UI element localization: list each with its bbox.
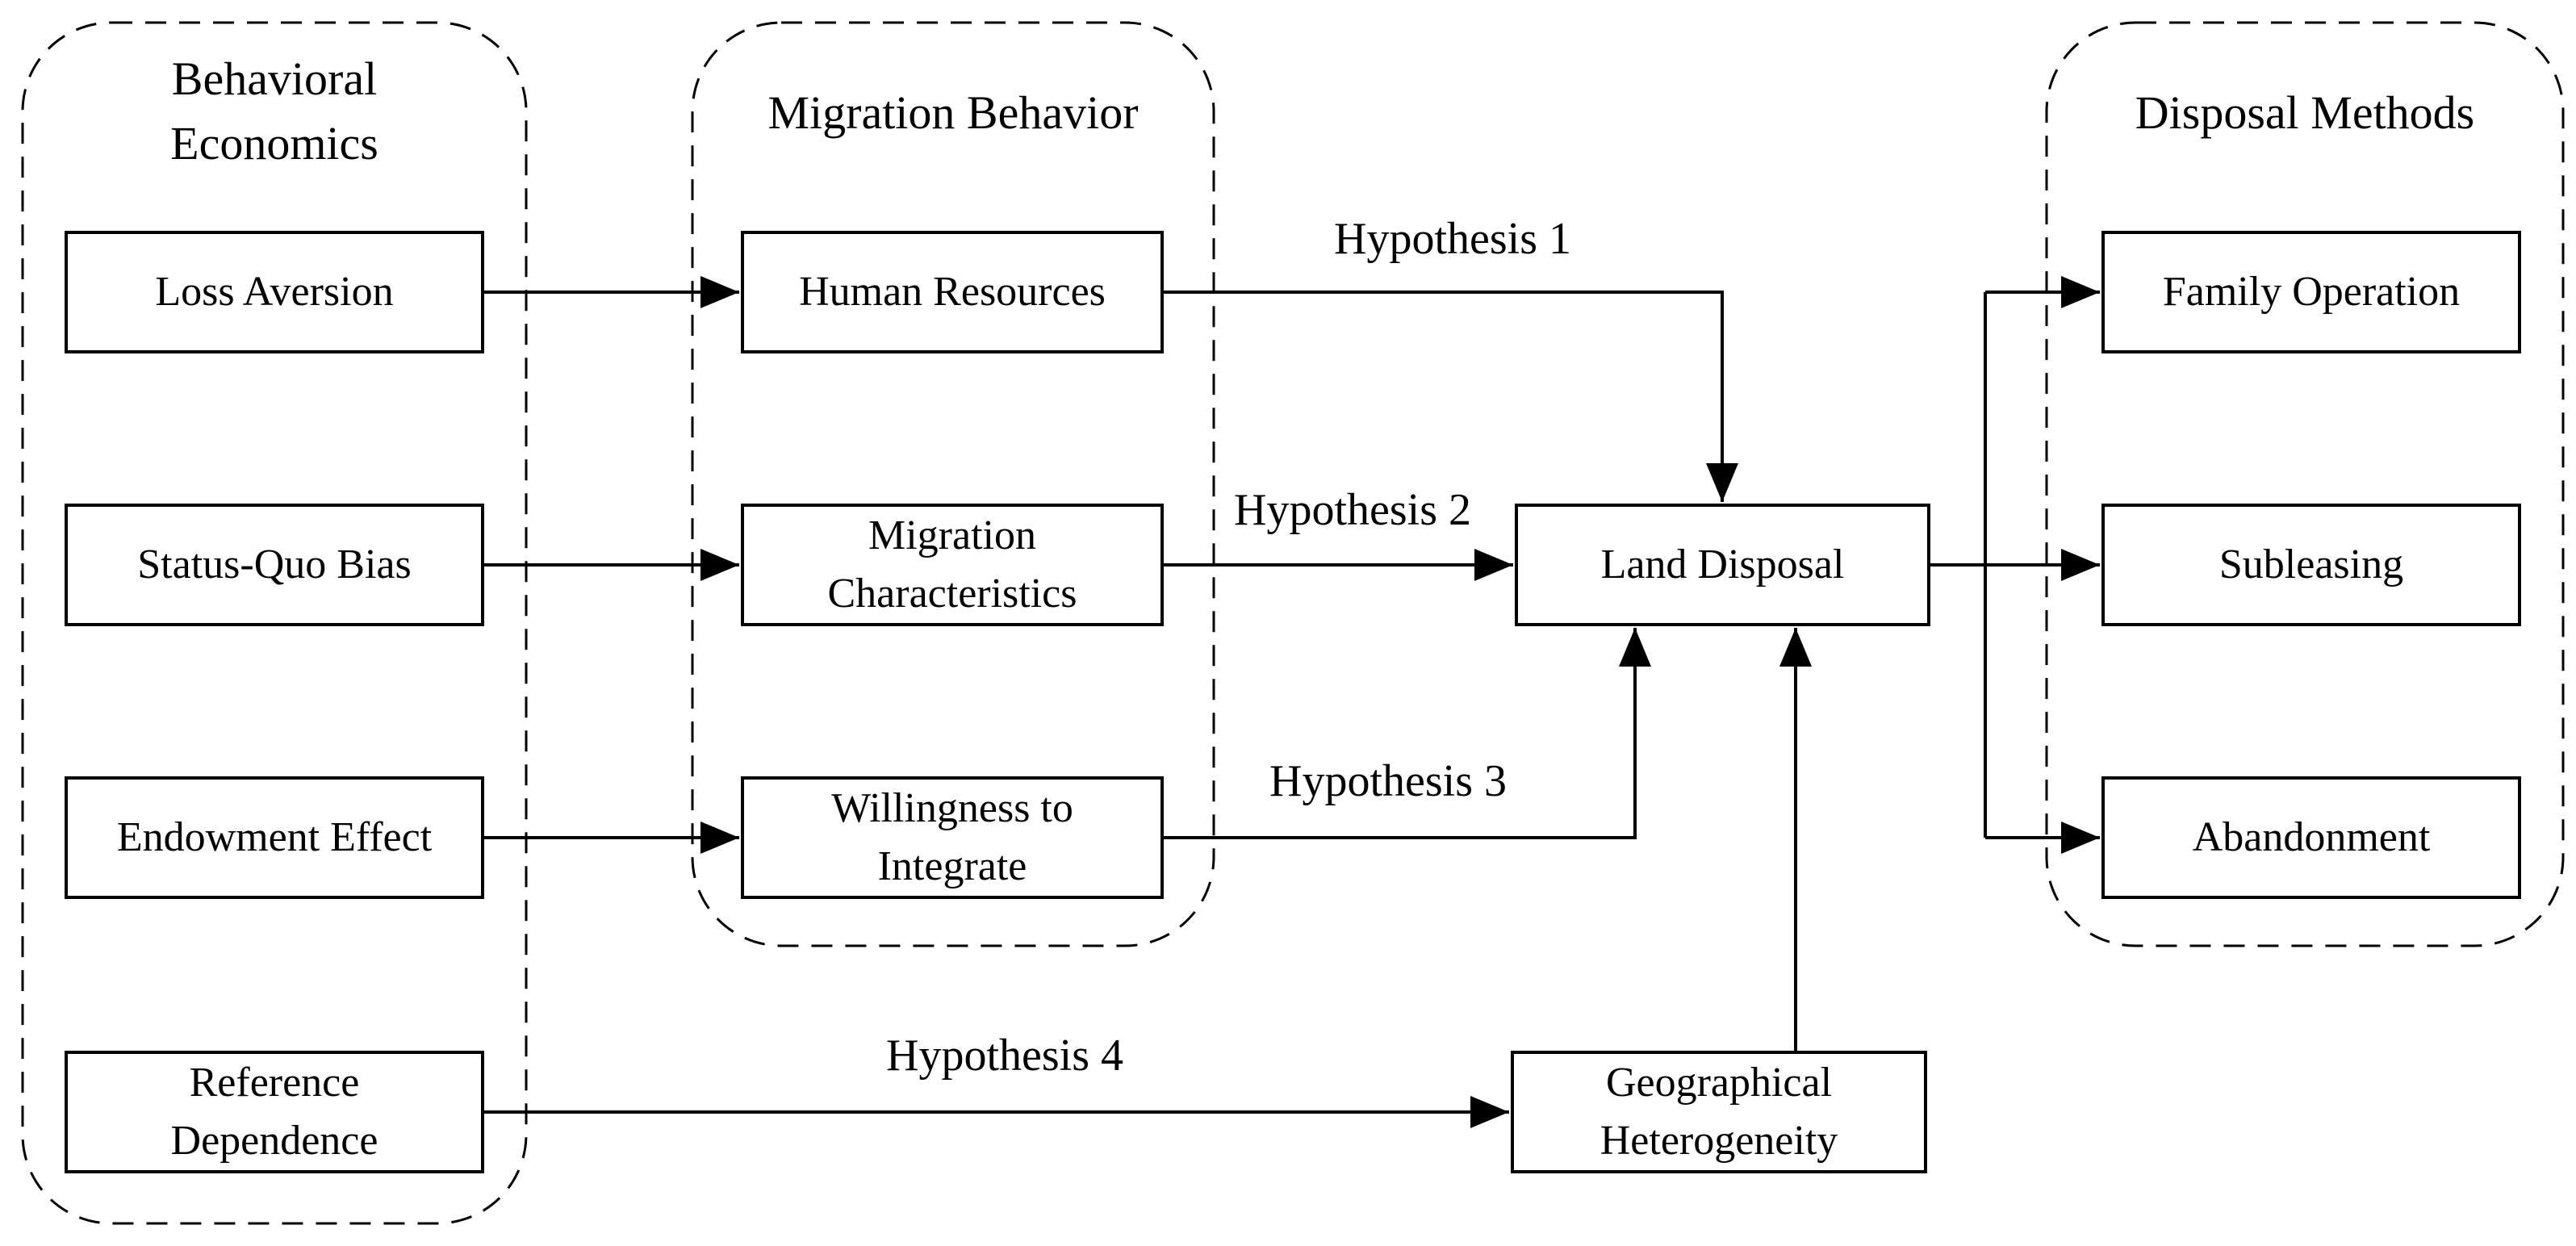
edge-label-hypothesis-3: Hypothesis 3 — [1269, 756, 1507, 806]
group-title-behavioral-economics: Behavioral Economics — [170, 52, 378, 170]
edge-label-hypothesis-4: Hypothesis 4 — [886, 1031, 1123, 1081]
node-human-resources: Human Resources — [741, 231, 1164, 353]
group-migration-behavior-outline — [691, 21, 1215, 947]
edge-human-to-land — [1164, 291, 1738, 502]
node-family-operation: Family Operation — [2101, 231, 2521, 353]
node-reference-dependence: Reference Dependence — [65, 1051, 484, 1173]
node-subleasing: Subleasing — [2101, 504, 2521, 626]
group-title-migration-behavior: Migration Behavior — [767, 86, 1139, 139]
node-status-quo-bias: Status-Quo Bias — [65, 504, 484, 626]
node-land-disposal: Land Disposal — [1515, 504, 1930, 626]
node-endowment-effect: Endowment Effect — [65, 776, 484, 899]
node-loss-aversion: Loss Aversion — [65, 231, 484, 353]
node-migration-characteristics: Migration Characteristics — [741, 504, 1164, 626]
group-title-disposal-methods: Disposal Methods — [2135, 86, 2475, 139]
edge-willing-to-land — [1164, 628, 1651, 839]
group-disposal-methods-outline — [2045, 21, 2565, 947]
edge-label-hypothesis-2: Hypothesis 2 — [1234, 485, 1471, 535]
node-geographical-heterogeneity: Geographical Heterogeneity — [1511, 1051, 1927, 1173]
node-abandonment: Abandonment — [2101, 776, 2521, 899]
node-willingness-to-integrate: Willingness to Integrate — [741, 776, 1164, 899]
edge-label-hypothesis-1: Hypothesis 1 — [1334, 214, 1571, 264]
